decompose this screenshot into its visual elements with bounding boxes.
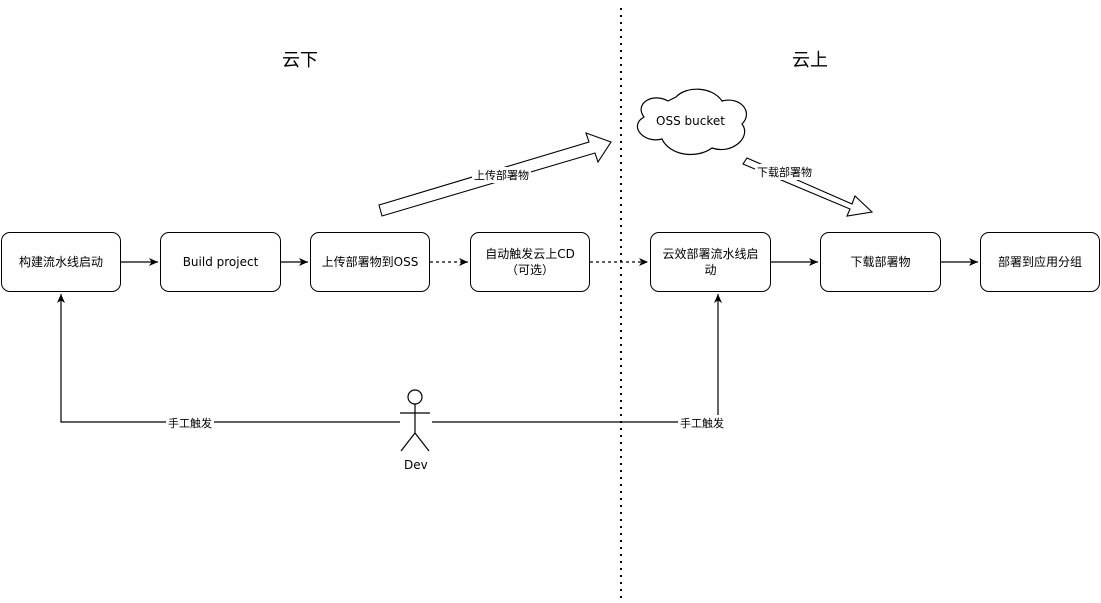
manual-trigger-label-left: 手工触发 — [166, 415, 214, 431]
region-title-oncloud: 云上 — [792, 50, 828, 71]
node-build-project[interactable]: Build project — [160, 232, 281, 292]
region-title-offcloud: 云下 — [282, 50, 318, 71]
dev-actor-label: Dev — [404, 458, 428, 472]
upload-arrow-label: 上传部署物 — [472, 167, 531, 183]
node-start-deploy-pipeline[interactable]: 云效部署流水线启动 — [650, 232, 771, 292]
edge-dev-to-build-pipeline — [57, 294, 400, 423]
manual-trigger-label-right: 手工触发 — [678, 415, 726, 431]
download-arrow-label: 下载部署物 — [755, 164, 814, 180]
node-upload-to-oss[interactable]: 上传部署物到OSS — [310, 232, 430, 292]
oss-bucket-label: OSS bucket — [656, 114, 725, 128]
node-download-artifact[interactable]: 下载部署物 — [820, 232, 941, 292]
node-start-build-pipeline[interactable]: 构建流水线启动 — [1, 232, 121, 292]
edge-dev-to-deploy-pipeline — [432, 294, 722, 423]
node-auto-trigger-cd[interactable]: 自动触发云上CD（可选） — [470, 232, 590, 292]
node-deploy-to-group[interactable]: 部署到应用分组 — [980, 232, 1100, 292]
oss-bucket-cloud — [636, 88, 748, 155]
dev-actor-figure — [400, 389, 430, 452]
